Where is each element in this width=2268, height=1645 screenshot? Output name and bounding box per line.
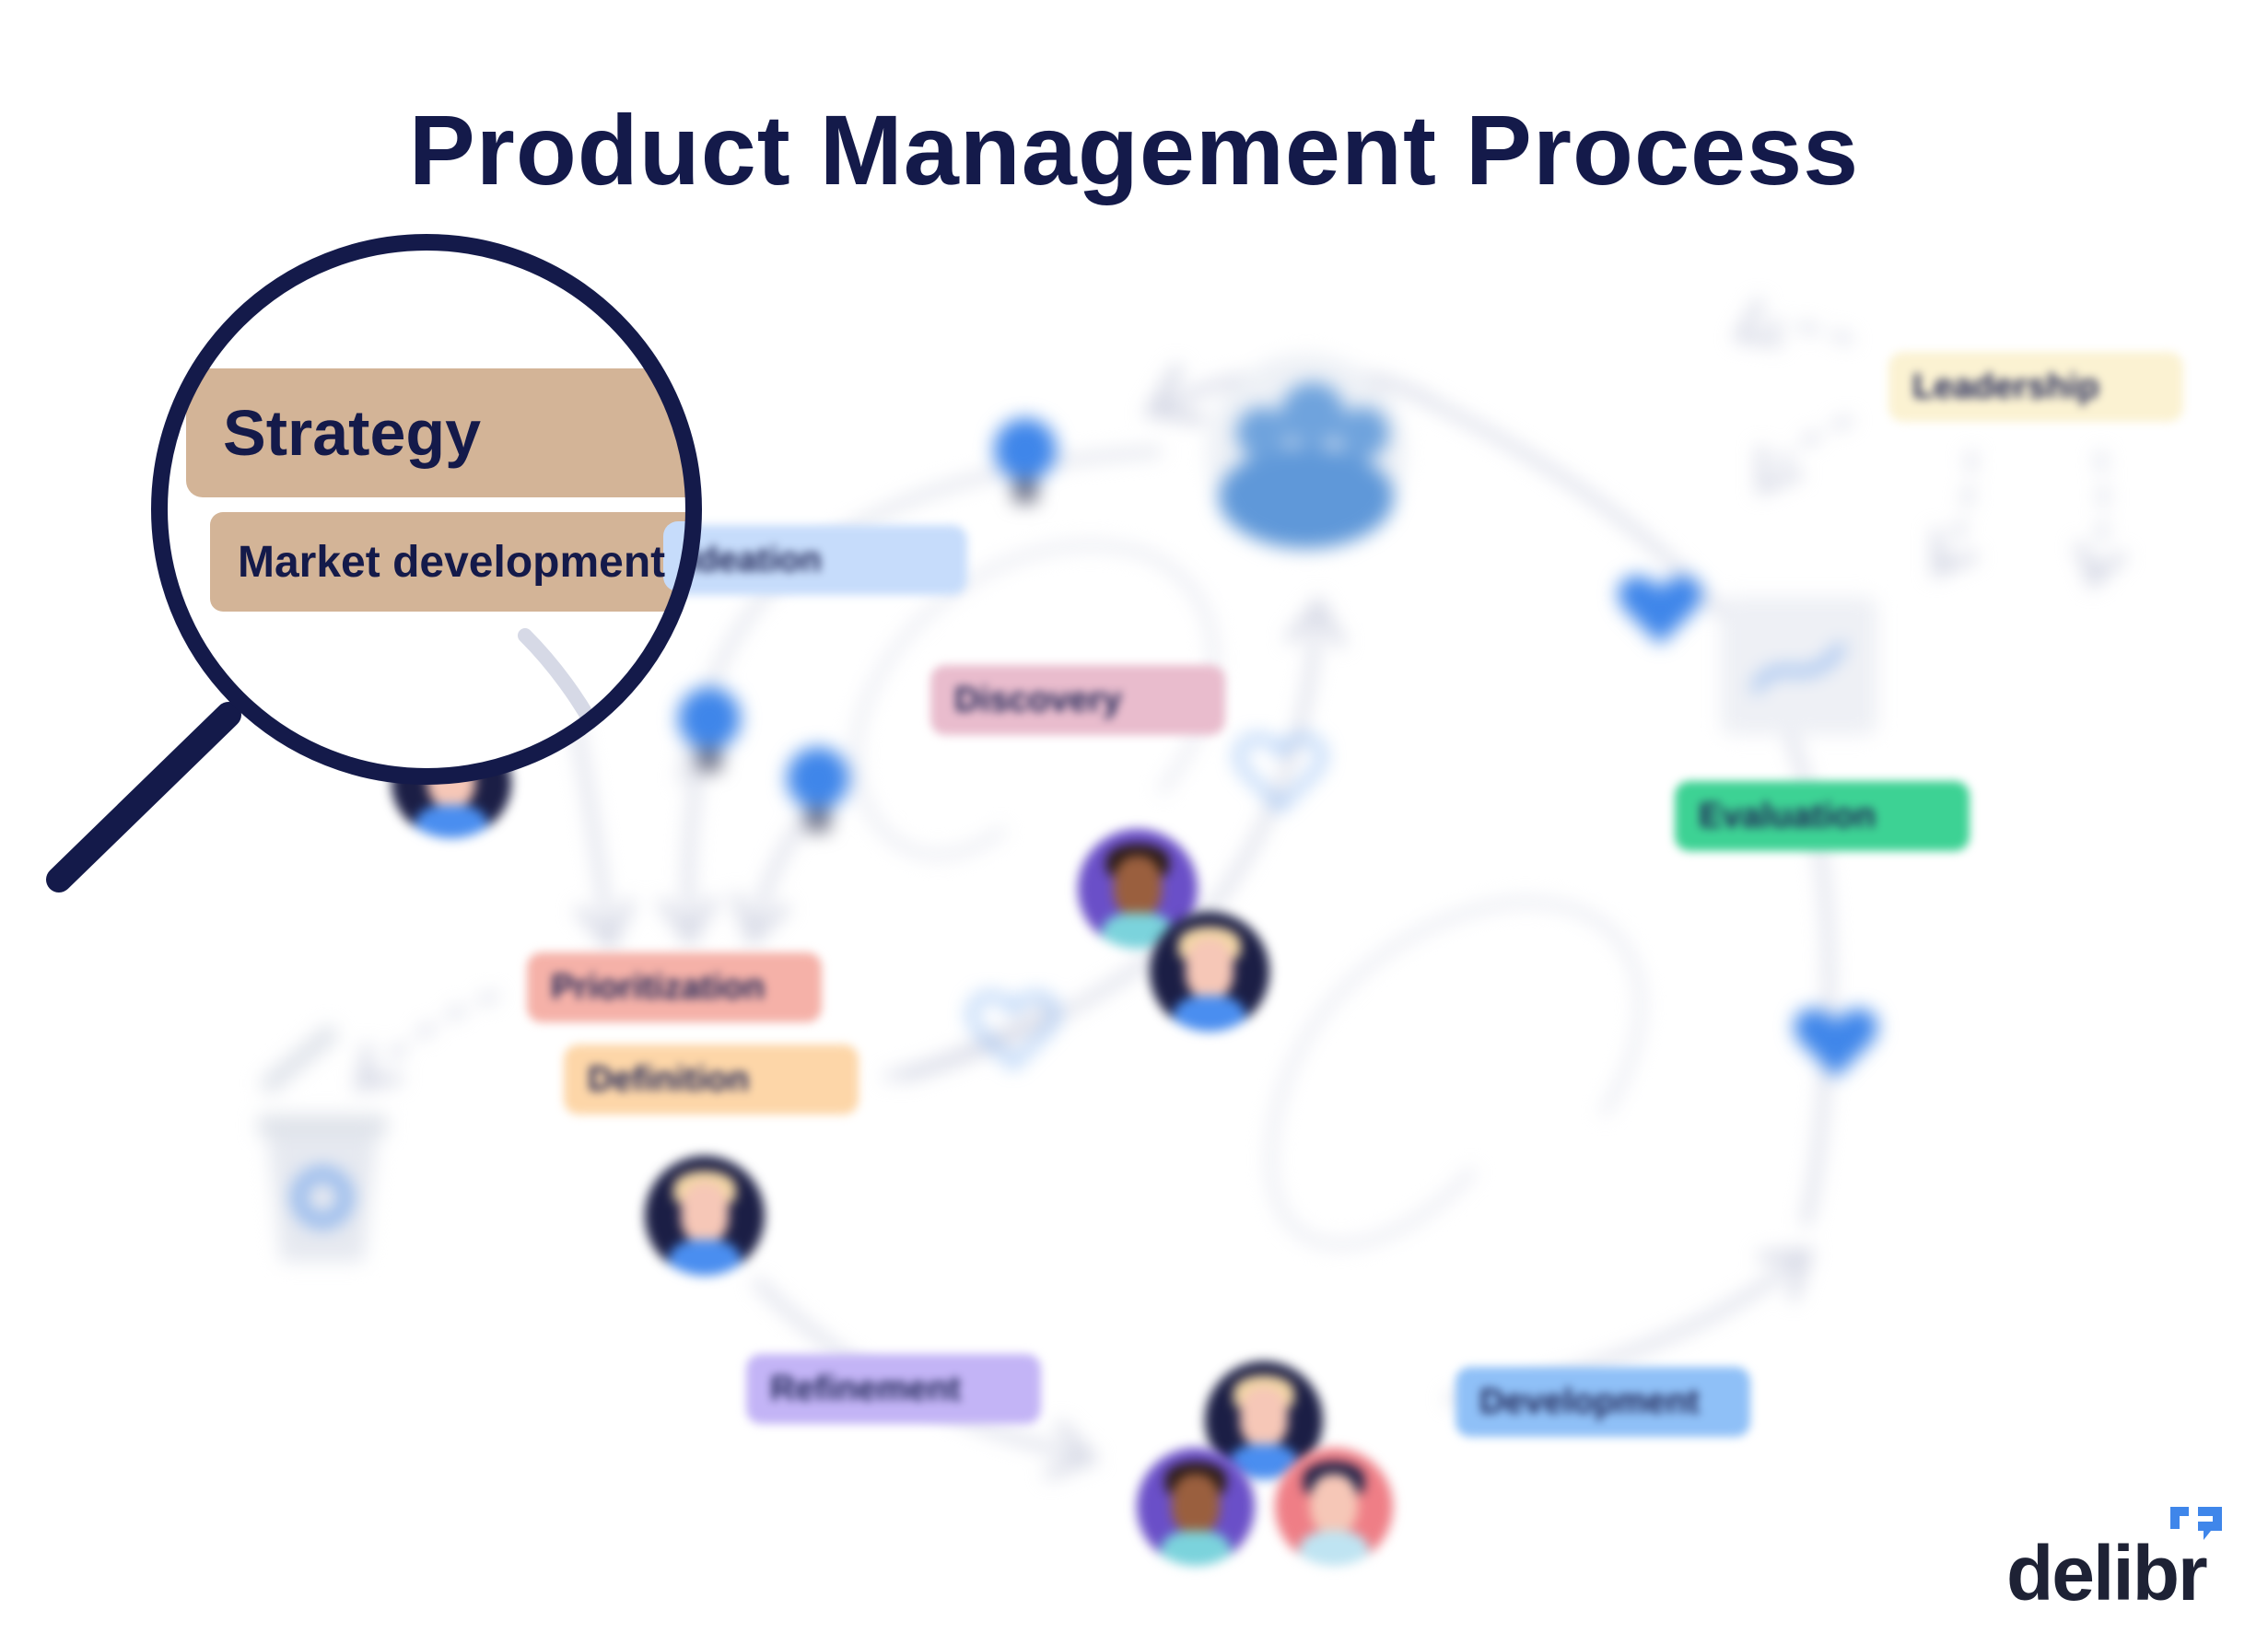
flow-arrow (657, 754, 719, 949)
magnifier-market-development-label: Market development (238, 538, 666, 587)
heart-icon (1794, 1009, 1878, 1078)
label-evaluation: Evaluation (1675, 781, 1970, 851)
avatar (645, 1156, 765, 1276)
flow-arrow (1434, 401, 1833, 1227)
label-refinement: Refinement (746, 1354, 1041, 1424)
delibr-logo: delibr (2006, 1530, 2208, 1616)
market-development-bar (210, 512, 694, 612)
dashed-arrow (354, 991, 499, 1092)
lightbulb-icon (787, 747, 849, 832)
page-title: Product Management Process (408, 94, 1860, 205)
lightbulb-icon (678, 687, 741, 772)
flow-arrow (901, 594, 1347, 1082)
delibr-logo-icon (2170, 1507, 2222, 1540)
magnifier-strategy-label: Strategy (223, 397, 482, 469)
trash-icon (258, 1024, 387, 1262)
label-development: Development (1455, 1367, 1750, 1437)
avatar (1275, 1448, 1393, 1566)
team-silhouette (1219, 447, 1394, 548)
label-discovery: Discovery (930, 665, 1225, 735)
dashed-arrow (2074, 450, 2128, 590)
dashed-arrow (1758, 415, 1853, 496)
flow-arrow (731, 808, 814, 948)
label-prioritization: Prioritization (527, 952, 822, 1022)
label-ideation: Ideation (663, 525, 967, 595)
label-definition: Definition (564, 1044, 859, 1114)
dashed-arrow (1732, 298, 1853, 347)
flow-arrow (883, 1000, 1053, 1081)
avatar (1078, 829, 1198, 949)
strategy-bar (186, 368, 694, 497)
avatar (1137, 1448, 1255, 1566)
magnifier-lens (151, 234, 702, 785)
inner-loop (1267, 898, 1644, 1249)
lightbulb-icon (994, 418, 1057, 503)
heart-outline-icon (968, 993, 1058, 1069)
avatar (1150, 912, 1269, 1032)
chart-card (1721, 597, 1877, 735)
heart-icon (1618, 576, 1702, 645)
heart-outline-icon (1235, 735, 1326, 811)
dashed-arrow (1933, 450, 1979, 578)
label-leadership: Leadership (1888, 352, 2183, 422)
